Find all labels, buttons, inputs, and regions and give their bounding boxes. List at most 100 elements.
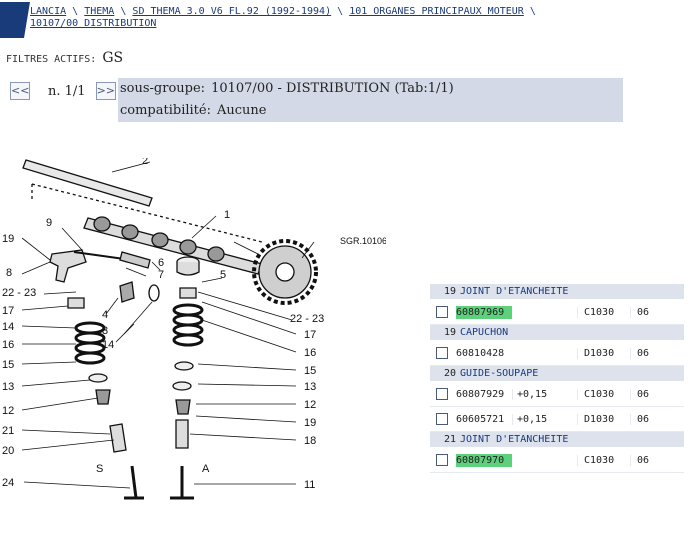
breadcrumb-link-group[interactable]: 101 ORGANES PRINCIPAUX MOTEUR	[349, 6, 524, 17]
label-22-23-left: 22 - 23	[2, 287, 36, 299]
label-24: 24	[2, 477, 14, 489]
group-name: JOINT D'ETANCHEITE	[460, 286, 569, 297]
part-quantity: 06	[630, 347, 677, 359]
part-applicability: D1030	[577, 347, 630, 359]
breadcrumb-separator: \	[529, 6, 536, 17]
label-20: 20	[2, 445, 14, 457]
part-applicability: C1030	[577, 454, 630, 466]
label-17-left: 17	[2, 305, 14, 317]
part-row: 60810428 D1030 06	[430, 341, 684, 366]
breadcrumb-separator: \	[337, 6, 344, 17]
part-code[interactable]: 60807929	[456, 388, 505, 400]
part-code[interactable]: 60810428	[456, 347, 505, 359]
cap-body	[176, 262, 200, 276]
right-seal-12	[175, 399, 191, 415]
part-applicability: D1030	[577, 413, 630, 425]
group-name: GUIDE-SOUPAPE	[460, 368, 539, 379]
page-indicator: n. 1/1	[48, 83, 86, 99]
cam-lobe	[207, 246, 225, 262]
breadcrumb-link-subgroup[interactable]: 10107/00 DISTRIBUTION	[30, 18, 157, 29]
label-19-top: 19	[2, 233, 14, 245]
exploded-diagram[interactable]: 2 1 SGR.10106 9 19 6 7 5 8 22 - 23 17 14…	[2, 155, 387, 508]
label-19-right: 19	[304, 417, 316, 429]
valve-a	[170, 466, 194, 500]
part-code[interactable]: 60807969	[456, 305, 512, 319]
label-11: 11	[304, 479, 315, 491]
part-variant: +0,15	[512, 413, 577, 425]
filters-label: FILTRES ACTIFS:	[6, 54, 97, 65]
group-header: 20 GUIDE-SOUPAPE	[430, 366, 684, 382]
group-number: 19	[443, 286, 456, 297]
breadcrumb-link-lancia[interactable]: LANCIA	[30, 6, 67, 17]
cam-lobe	[151, 232, 169, 248]
right-spring-outer	[172, 303, 204, 347]
group-name: JOINT D'ETANCHEITE	[460, 434, 569, 445]
prev-page-button[interactable]: <<	[10, 82, 30, 100]
label-3: 3	[102, 325, 108, 337]
group-number: 21	[443, 434, 456, 445]
gear-hub	[275, 262, 295, 282]
part-code[interactable]: 60605721	[456, 413, 505, 425]
part-quantity: 06	[630, 388, 677, 400]
left-seal-12	[95, 389, 111, 405]
label-21: 21	[2, 425, 14, 437]
left-retainer	[67, 297, 85, 309]
part-applicability: C1030	[577, 388, 630, 400]
diagram-svg: 2 1 SGR.10106 9 19 6 7 5 8 22 - 23 17 14…	[2, 155, 387, 500]
label-8: 8	[6, 267, 12, 279]
label-15-left: 15	[2, 359, 14, 371]
label-6: 6	[158, 257, 164, 269]
part-checkbox[interactable]	[436, 388, 448, 400]
cam-lobe	[179, 239, 197, 255]
diagram-ref: SGR.10106	[340, 236, 386, 246]
next-page-button[interactable]: >>	[95, 82, 116, 100]
filters-value: GS	[102, 50, 124, 66]
group-header: 19 CAPUCHON	[430, 325, 684, 341]
left-spring-outer	[74, 321, 106, 365]
label-14-mid: 14	[102, 339, 114, 351]
label-13-right: 13	[304, 381, 316, 393]
part-row: 60807929 +0,15 C1030 06	[430, 382, 684, 407]
part-quantity: 06	[630, 454, 677, 466]
rocker-arm	[49, 249, 87, 283]
breadcrumb-flag	[0, 2, 30, 38]
part-code[interactable]: 60807970	[456, 453, 512, 467]
lock-nut	[119, 251, 151, 269]
part-row: 60605721 +0,15 D1030 06	[430, 407, 684, 432]
label-16-right: 16	[304, 347, 316, 359]
label-1: 1	[224, 209, 230, 221]
part-checkbox[interactable]	[436, 454, 448, 466]
part-row: 60807969 C1030 06	[430, 300, 684, 325]
part-checkbox[interactable]	[436, 347, 448, 359]
label-12-right: 12	[304, 399, 316, 411]
breadcrumb-link-thema[interactable]: THEMA	[84, 6, 115, 17]
part-checkbox[interactable]	[436, 413, 448, 425]
washer-3	[148, 284, 160, 302]
left-washer-13	[88, 373, 108, 383]
label-17-right: 17	[304, 329, 316, 341]
label-16-left: 16	[2, 339, 14, 351]
subgroup-label: sous-groupe:	[120, 81, 206, 96]
breadcrumb-separator: \	[120, 6, 127, 17]
compat-value: Aucune	[216, 103, 267, 118]
camshaft	[83, 217, 263, 275]
compat-row: compatibilité: Aucune	[120, 103, 266, 118]
subgroup-value: 10107/00 - DISTRIBUTION (Tab:1/1)	[211, 81, 454, 96]
part-checkbox[interactable]	[436, 306, 448, 318]
right-retainer	[179, 287, 197, 299]
label-9: 9	[46, 217, 52, 229]
valve-s	[124, 465, 144, 500]
small-spring	[119, 281, 135, 303]
breadcrumb-link-model[interactable]: SD THEMA 3.0 V6 FL.92 (1992-1994)	[132, 6, 332, 17]
subgroup-info-box: sous-groupe: 10107/00 - DISTRIBUTION (Tab…	[118, 78, 623, 122]
part-row: 60807970 C1030 06	[430, 448, 684, 473]
breadcrumb: LANCIA \ THEMA \ SD THEMA 3.0 V6 FL.92 (…	[30, 6, 670, 30]
cam-lobe	[93, 216, 111, 232]
right-washer-15	[174, 361, 194, 371]
label-18: 18	[304, 435, 316, 447]
label-4: 4	[102, 309, 108, 321]
breadcrumb-separator: \	[72, 6, 79, 17]
compat-label: compatibilité:	[120, 103, 211, 118]
left-guide-20	[109, 423, 127, 453]
label-7: 7	[158, 269, 164, 281]
